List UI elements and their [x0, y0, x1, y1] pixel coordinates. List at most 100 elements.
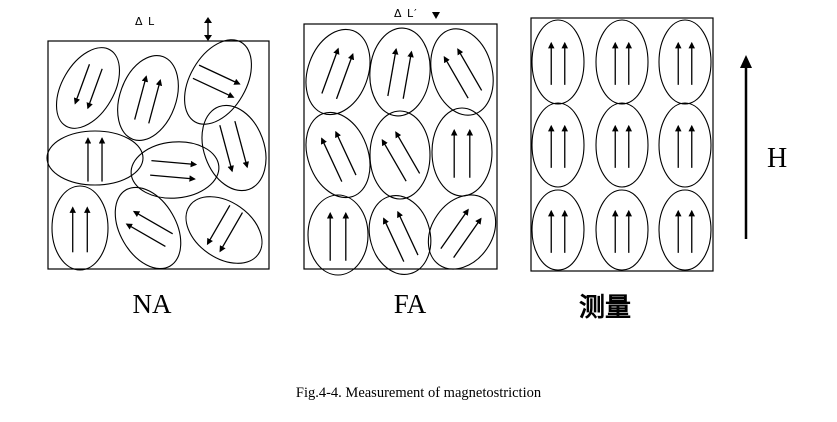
domain-ellipse [431, 107, 493, 197]
magnetization-arrow-pair-icon [440, 208, 482, 258]
panel-na: Δ L NA [46, 15, 270, 319]
domain-ellipse [531, 19, 585, 105]
fa-sample-box [303, 23, 498, 270]
measurement-domains [531, 19, 712, 271]
magnetization-arrow-pair-icon [382, 210, 419, 262]
magnetization-arrow-pair-icon [125, 210, 174, 248]
measurement-sample-box [530, 17, 714, 272]
magnetization-arrow-pair-icon [150, 159, 198, 182]
domain-ellipse-outline [114, 186, 182, 270]
field-arrowhead-icon [740, 55, 752, 68]
domain-ellipse-outline [368, 195, 432, 275]
na-delta-l-label: Δ L [135, 15, 155, 28]
domain-ellipse-outline [55, 47, 121, 129]
magnetization-arrow-pair-icon [674, 209, 696, 253]
domain-ellipse [114, 186, 182, 270]
domain-ellipse [658, 189, 712, 271]
magnetization-arrow-pair-icon [611, 209, 633, 253]
domain-ellipse [531, 189, 585, 271]
domain-ellipse [307, 194, 369, 276]
fa-domains [305, 27, 497, 276]
magnetization-arrow-pair-icon [219, 120, 249, 173]
double-headed-vertical-arrow-icon [204, 17, 212, 41]
domain-ellipse [595, 189, 649, 271]
field-label: H [767, 143, 787, 174]
domain-ellipse-outline [531, 102, 585, 188]
domain-ellipse-outline [658, 102, 712, 188]
magnetization-arrow-pair-icon [443, 48, 483, 99]
fa-delta-l-label: Δ L′ [394, 7, 418, 20]
na-sample-box [47, 40, 270, 270]
magnetization-arrow-pair-icon [547, 209, 569, 253]
panel-measurement: 测量 [530, 17, 714, 323]
magnetization-arrow-pair-icon [192, 64, 241, 98]
domain-ellipse-outline [305, 28, 371, 116]
domain-ellipse [305, 28, 371, 116]
domain-ellipse-outline [307, 194, 369, 276]
magnetization-arrow-pair-icon [611, 41, 633, 85]
na-label: NA [133, 289, 172, 319]
domain-ellipse-outline [51, 185, 109, 271]
domain-ellipse-outline [430, 28, 494, 116]
magnetization-arrow-pair-icon [320, 130, 357, 182]
magnetization-arrow-pair-icon [547, 124, 569, 168]
magnetization-arrow-pair-icon [674, 41, 696, 85]
domain-ellipse [55, 47, 121, 129]
domain-ellipse-outline [658, 189, 712, 271]
magnetization-arrow-pair-icon [73, 63, 103, 110]
domain-ellipse [369, 110, 431, 200]
magnetization-arrow-pair-icon [206, 204, 244, 253]
domain-ellipse [658, 102, 712, 188]
domain-ellipse [369, 27, 431, 117]
magnetization-arrow-pair-icon [326, 211, 350, 261]
magnetization-arrow-pair-icon [450, 128, 474, 178]
domain-ellipse [185, 196, 263, 264]
domain-ellipse [368, 195, 432, 275]
domain-ellipse-outline [658, 19, 712, 105]
field-h: H [740, 55, 787, 239]
magnetization-arrow-pair-icon [611, 124, 633, 168]
domain-ellipse-outline [595, 189, 649, 271]
domain-ellipse [130, 141, 220, 199]
domain-ellipse-outline [305, 111, 371, 199]
domain-ellipse-outline [595, 19, 649, 105]
domain-ellipse [430, 28, 494, 116]
measurement-label: 测量 [579, 293, 631, 323]
domain-ellipse-outline [369, 27, 431, 117]
domain-ellipse-outline [431, 107, 493, 197]
magnetization-arrow-pair-icon [69, 206, 91, 253]
magnetization-arrow-pair-icon [134, 75, 163, 124]
domain-ellipse [595, 102, 649, 188]
domain-ellipse-outline [369, 110, 431, 200]
domain-ellipse-outline [531, 189, 585, 271]
fa-label: FA [394, 289, 427, 319]
magnetization-arrow-pair-icon [547, 41, 569, 85]
figure-caption: Fig.4-4. Measurement of magnetostriction [295, 385, 542, 401]
domain-ellipse [51, 185, 109, 271]
magnetization-arrow-pair-icon [674, 124, 696, 168]
domain-ellipse [184, 39, 252, 125]
na-domains [46, 39, 267, 271]
magnetization-arrow-pair-icon [84, 137, 106, 182]
domain-ellipse-outline [130, 141, 220, 199]
domain-ellipse [595, 19, 649, 105]
domain-ellipse [658, 19, 712, 105]
panel-fa: Δ L′ FA [303, 7, 498, 319]
domain-ellipse [427, 194, 497, 270]
domain-ellipse [531, 102, 585, 188]
magnetization-arrow-pair-icon [321, 47, 355, 100]
domain-ellipse-outline [46, 130, 144, 186]
domain-ellipse-outline [595, 102, 649, 188]
magnetization-arrow-pair-icon [381, 131, 421, 182]
domain-ellipse [46, 130, 144, 186]
domain-ellipse-outline [184, 39, 252, 125]
domain-ellipse-outline [427, 194, 497, 270]
domain-ellipse [201, 104, 267, 192]
domain-ellipse [305, 111, 371, 199]
domain-ellipse-outline [531, 19, 585, 105]
domain-ellipse-outline [201, 104, 267, 192]
domain-ellipse-outline [185, 196, 263, 264]
magnetization-arrow-pair-icon [387, 47, 414, 99]
small-triangle-icon [432, 12, 440, 19]
